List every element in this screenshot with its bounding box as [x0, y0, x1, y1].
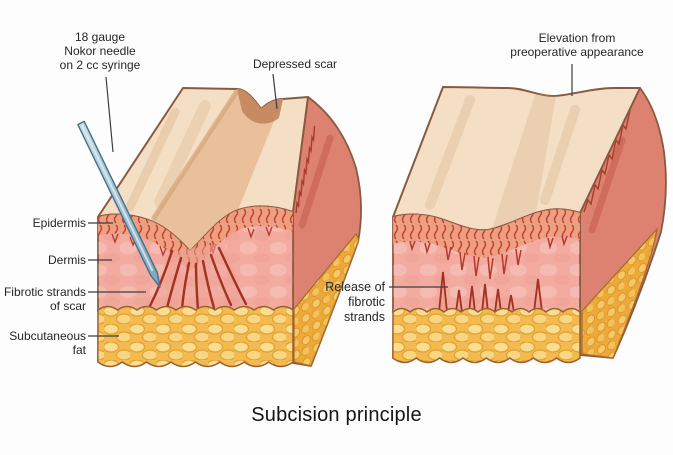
subcutaneous-fat-label: Subcutaneous fat	[9, 329, 86, 357]
needle-label: 18 gauge Nokor needle on 2 cc syringe	[59, 30, 141, 72]
epidermis-label: Epidermis	[32, 216, 86, 230]
dermis-label: Dermis	[48, 253, 86, 267]
side-shading	[588, 136, 626, 234]
skin-block-before	[97, 87, 362, 368]
epidermis-texture	[393, 209, 580, 258]
depressed-scar-label: Depressed scar	[252, 57, 338, 71]
side-fat	[293, 232, 360, 367]
epidermis-texture	[98, 206, 293, 271]
subcutaneous-fat-front	[97, 305, 294, 368]
figure-caption: Subcision principle	[251, 404, 422, 426]
epidermis-jags	[409, 235, 568, 280]
depressed-scar-leader	[272, 73, 278, 110]
surface-shading	[125, 107, 180, 212]
needle-leader	[105, 76, 114, 153]
side-epidermis-jag	[583, 109, 631, 213]
side-shading	[298, 134, 334, 229]
surface-dip-shading	[488, 93, 556, 231]
nokor-needle-icon	[77, 120, 161, 288]
leader-lines	[88, 64, 573, 337]
fibrotic-strands	[148, 243, 248, 312]
groove-edge-shade	[150, 89, 240, 221]
side-epidermis-jag	[295, 125, 316, 214]
surface-shading	[425, 95, 475, 210]
groove-back-shadow	[237, 89, 283, 124]
elevation-label: Elevation from preoperative appearance	[510, 31, 644, 59]
fibrotic-strands-label: Fibrotic strands of scar	[3, 285, 86, 313]
side-fat	[581, 227, 658, 359]
surface-shading	[154, 100, 211, 208]
release-label: Release of fibrotic strands	[325, 280, 385, 324]
subcutaneous-fat-front	[392, 307, 581, 364]
skin-block-after	[392, 86, 667, 364]
surface-shading	[540, 105, 580, 205]
depressed-scar-groove	[151, 89, 283, 251]
